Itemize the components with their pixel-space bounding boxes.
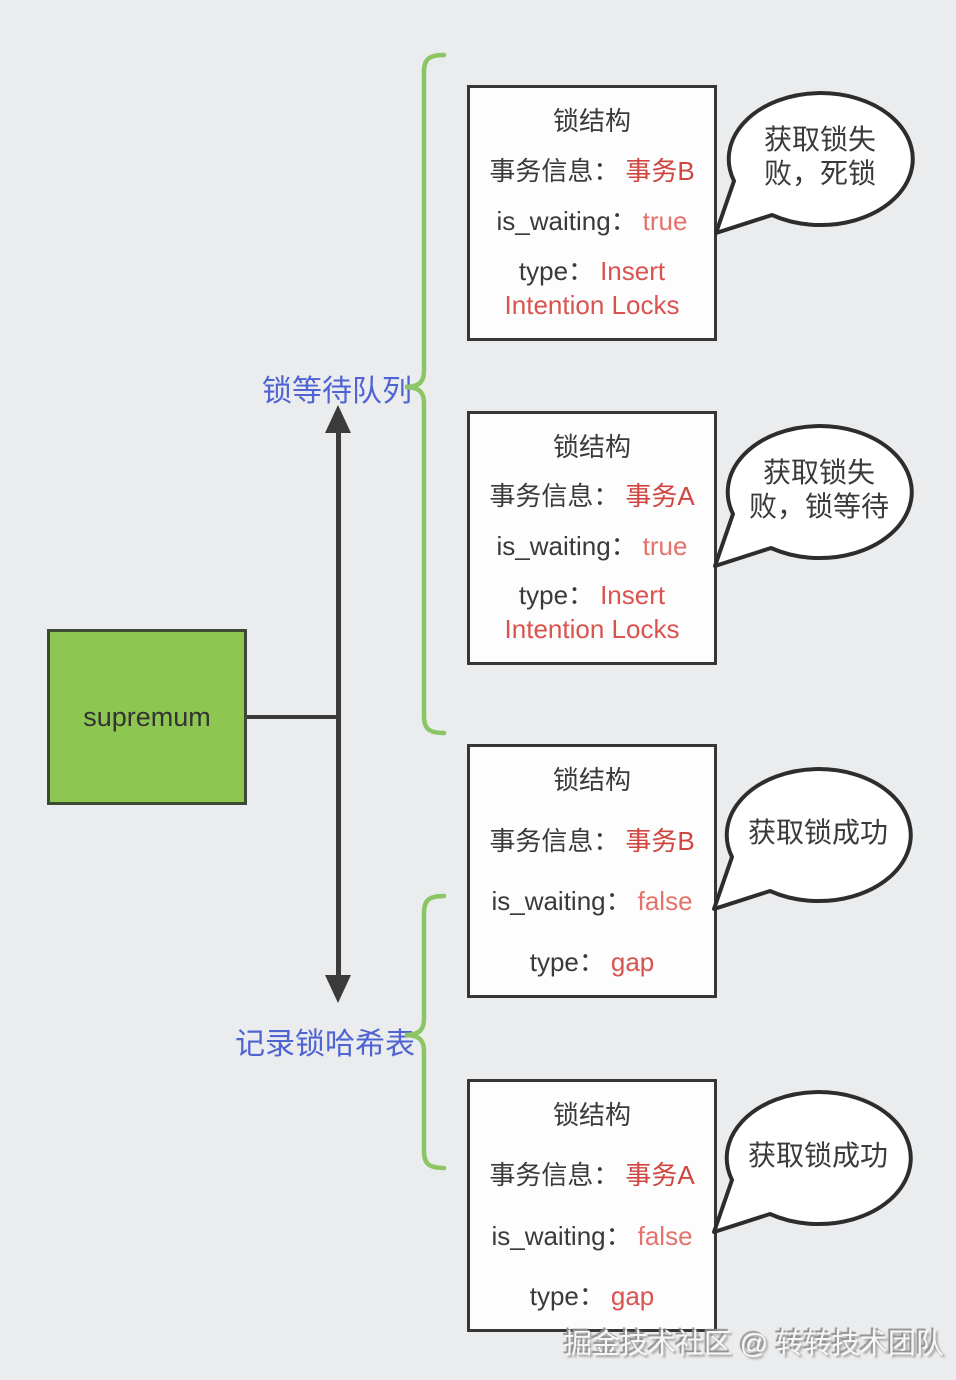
horizontal-connector-line [247,715,338,719]
speech-bubble-1 [714,91,915,235]
supremum-label: supremum [83,701,211,732]
label-record-lock-hash-table: 记录锁哈希表 [235,1028,415,1061]
box-title: 锁结构 [552,106,631,136]
field-is-waiting: is_waiting：false [491,1220,693,1251]
box-title: 锁结构 [552,432,631,462]
lock-structure-box-3: 锁结构 事务信息：事务B is_waiting：false type：gap [467,744,717,998]
field-transaction-info: 事务信息：事务A [489,1160,695,1191]
supremum-node: supremum [47,629,247,805]
field-transaction-info: 事务信息：事务A [489,481,695,512]
box-title: 锁结构 [552,1100,631,1130]
field-transaction-info: 事务信息：事务B [489,825,695,856]
label-lock-wait-queue: 锁等待队列 [262,375,412,408]
box-title: 锁结构 [552,765,631,795]
bubble-text-4: 获取锁成功 [747,1140,888,1171]
field-is-waiting: is_waiting：true [496,530,688,561]
bubble-text-1: 获取锁失 败，死锁 [763,124,876,189]
field-type: type：Insert Intention Locks [504,256,680,320]
vertical-arrow-shaft [336,428,341,978]
curly-brace-bottom-icon [404,893,447,1171]
speech-bubble-4 [712,1090,913,1234]
bubble-text-3: 获取锁成功 [747,817,888,848]
field-type: type：gap [529,946,655,977]
field-type: type：Insert Intention Locks [504,579,680,644]
field-is-waiting: is_waiting：true [496,206,688,236]
arrow-down-head [325,975,351,1003]
field-type: type：gap [529,1280,655,1311]
field-is-waiting: is_waiting：false [491,886,693,917]
field-transaction-info: 事务信息：事务B [489,156,695,186]
curly-brace-top-icon [404,52,447,736]
speech-bubble-3 [712,767,913,911]
speech-bubble-2 [713,424,914,568]
bubble-text-2: 获取锁失 败，锁等待 [748,457,889,522]
watermark: 掘金技术社区 @ 转转技术团队 [564,1328,944,1359]
lock-structure-box-2: 锁结构 事务信息：事务A is_waiting：true type：Insert… [467,411,717,665]
lock-structure-box-4: 锁结构 事务信息：事务A is_waiting：false type：gap [467,1079,717,1332]
lock-structure-box-1: 锁结构 事务信息：事务B is_waiting：true type：Insert… [467,85,717,341]
